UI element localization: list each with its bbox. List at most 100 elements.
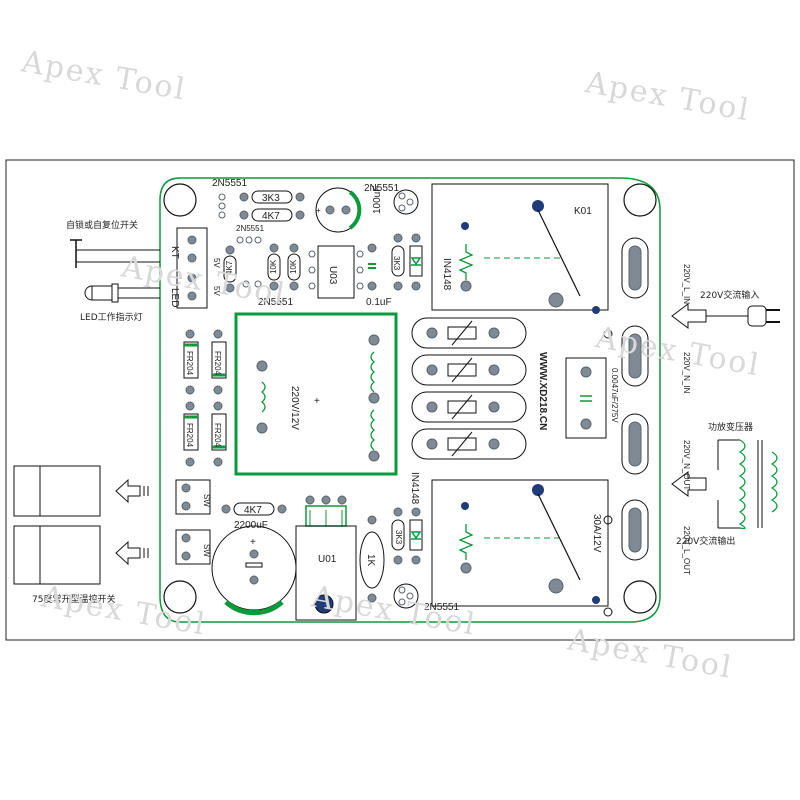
transformer-220v-12v: 220V/12V + (234, 312, 398, 476)
terminal-l-out: 220V_L_OUT (621, 499, 691, 575)
label-cap-100uf: 100uF (372, 186, 383, 214)
diode-fr204-3: FR204 (183, 401, 199, 467)
watermark-1: Apex Tool (18, 44, 189, 108)
mount-hole-br (623, 580, 657, 614)
label-q-top-left: 2N5551 (212, 178, 247, 189)
label-kt: KT (169, 246, 180, 259)
diode-top: IN4148 (409, 233, 452, 291)
label-ac-out: 220V交流输出 (676, 535, 735, 547)
transistor-top-left: 2N5551 (212, 178, 247, 219)
transistor-mid-left: 2N5551 (236, 224, 265, 244)
resistor-3k3-top: 3K3 (239, 190, 305, 204)
resistor-4k7-v: 4K7 (223, 245, 237, 293)
mount-hole-bl (163, 580, 197, 614)
label-q-bottom-right: 2N5551 (424, 602, 459, 613)
svg-text:+: + (316, 206, 321, 215)
amp-transformer: 功放变压器 220V交流输出 (671, 421, 778, 547)
label-relay-bottom: 30A/12V (591, 514, 602, 553)
svg-text:+: + (314, 396, 320, 407)
label-fr2: FR204 (213, 351, 222, 376)
ic-u03: U03 (308, 245, 364, 299)
connector-sw-2: SW (175, 529, 211, 565)
label-q-top-right: 2N5551 (364, 183, 399, 194)
varistor-3 (411, 391, 527, 423)
terminal-n-in: 220V_N_IN (621, 325, 691, 394)
varistor-4 (411, 428, 527, 460)
label-cap-0-1uf: 0.1uF (366, 297, 392, 308)
switch-symbol: 自锁或自复位开关 (66, 219, 160, 268)
label-r-3k3-v2: 3K3 (394, 530, 403, 545)
resistor-4k7-bottom: 4K7 (221, 502, 287, 516)
label-r-4k7-v: 4K7 (225, 260, 234, 275)
label-q-mid-left: 2N5551 (236, 224, 265, 233)
ic-u01: U01 (295, 495, 357, 621)
watermark-2: Apex Tool (582, 65, 753, 129)
connector-sw-1: SW (175, 479, 211, 515)
varistor-2 (411, 354, 527, 386)
resistor-10k-b: 10K (287, 243, 301, 291)
ac-input-plug: 220V交流输入 (671, 289, 780, 329)
resistor-3k3-v: 3K3 (391, 233, 405, 291)
diode-bottom: IN4148 (409, 472, 423, 565)
label-website: WWW.XD218.CN (537, 352, 548, 430)
label-n-in: 220V_N_IN (682, 352, 691, 394)
outer-frame (5, 159, 795, 641)
label-switch: 自锁或自复位开关 (66, 219, 138, 231)
label-thermo: 75度常开型温控开关 (32, 593, 115, 605)
terminal-n-out: 220V_N_OUT (621, 413, 691, 490)
transistor-top-right: 2N5551 (364, 183, 419, 215)
label-cap-2200uf: 2200uF (234, 520, 268, 531)
label-diode-top: IN4148 (441, 258, 452, 291)
svg-text:+: + (250, 537, 256, 548)
label-led: LED (169, 288, 180, 307)
led-symbol: LED工作指示灯 (80, 283, 160, 323)
resistor-4k7-top: 4K7 (239, 208, 305, 222)
transistor-bottom-right: 2N5551 (393, 583, 459, 613)
label-ic-u01: U01 (318, 554, 337, 565)
label-ic-u03: U03 (327, 266, 338, 285)
resistor-1k: 1K (359, 515, 385, 603)
capacitor-0-1uf: 0.1uF (366, 243, 392, 308)
diode-fr204-1: FR204 (183, 329, 199, 395)
label-fr4: FR204 (213, 423, 222, 448)
diode-fr204-4: FR204 (211, 401, 227, 467)
label-r-10k-b: 10K (289, 259, 298, 274)
label-l-out: 220V_L_OUT (682, 526, 691, 575)
capacitor-film: 0.0047uF/275V (565, 357, 619, 439)
label-r-10k-a: 10K (269, 259, 278, 274)
label-diode-bottom: IN4148 (409, 472, 420, 505)
relay-bottom-30a: 30A/12V (431, 479, 609, 607)
label-relay-top: K01 (574, 206, 592, 217)
label-cap-film: 0.0047uF/275V (610, 368, 619, 423)
label-r-3k3-v: 3K3 (392, 256, 401, 271)
resistor-10k-a: 10K (267, 243, 281, 291)
connector-kt-led: KT LED 5V 5V (169, 227, 221, 309)
label-r-1k: 1K (365, 554, 376, 567)
label-transformer: 220V/12V (289, 386, 300, 430)
label-r-3k3-top: 3K3 (262, 193, 280, 204)
label-amp-transformer: 功放变压器 (708, 421, 753, 433)
diode-fr204-2: FR204 (211, 329, 227, 395)
mount-hole-tr (623, 183, 657, 217)
thermo-switch-2 (13, 525, 149, 585)
label-ac-in: 220V交流输入 (700, 289, 759, 301)
label-fr3: FR204 (185, 423, 194, 448)
label-r-4k7-top: 4K7 (262, 211, 280, 222)
label-r-4k7-bottom: 4K7 (244, 505, 262, 516)
label-led-indicator: LED工作指示灯 (80, 311, 143, 323)
label-sw1: SW (202, 494, 211, 507)
varistor-1 (411, 317, 527, 349)
label-fr1: FR204 (185, 351, 194, 376)
label-5v-a: 5V (212, 258, 221, 268)
label-n-out: 220V_N_OUT (682, 440, 691, 490)
pcb-board (159, 177, 661, 623)
terminal-l-in: 220V_L_IN (621, 237, 691, 304)
resistor-3k3-v2: 3K3 (391, 507, 405, 565)
mount-hole-tl (163, 183, 197, 217)
label-l-in: 220V_L_IN (682, 264, 691, 304)
label-5v-b: 5V (212, 286, 221, 296)
transistor-bottom-left: 2N5551 (242, 280, 293, 308)
relay-top-k01: K01 (431, 183, 609, 314)
capacitor-100uf: + 100uF (315, 186, 383, 233)
